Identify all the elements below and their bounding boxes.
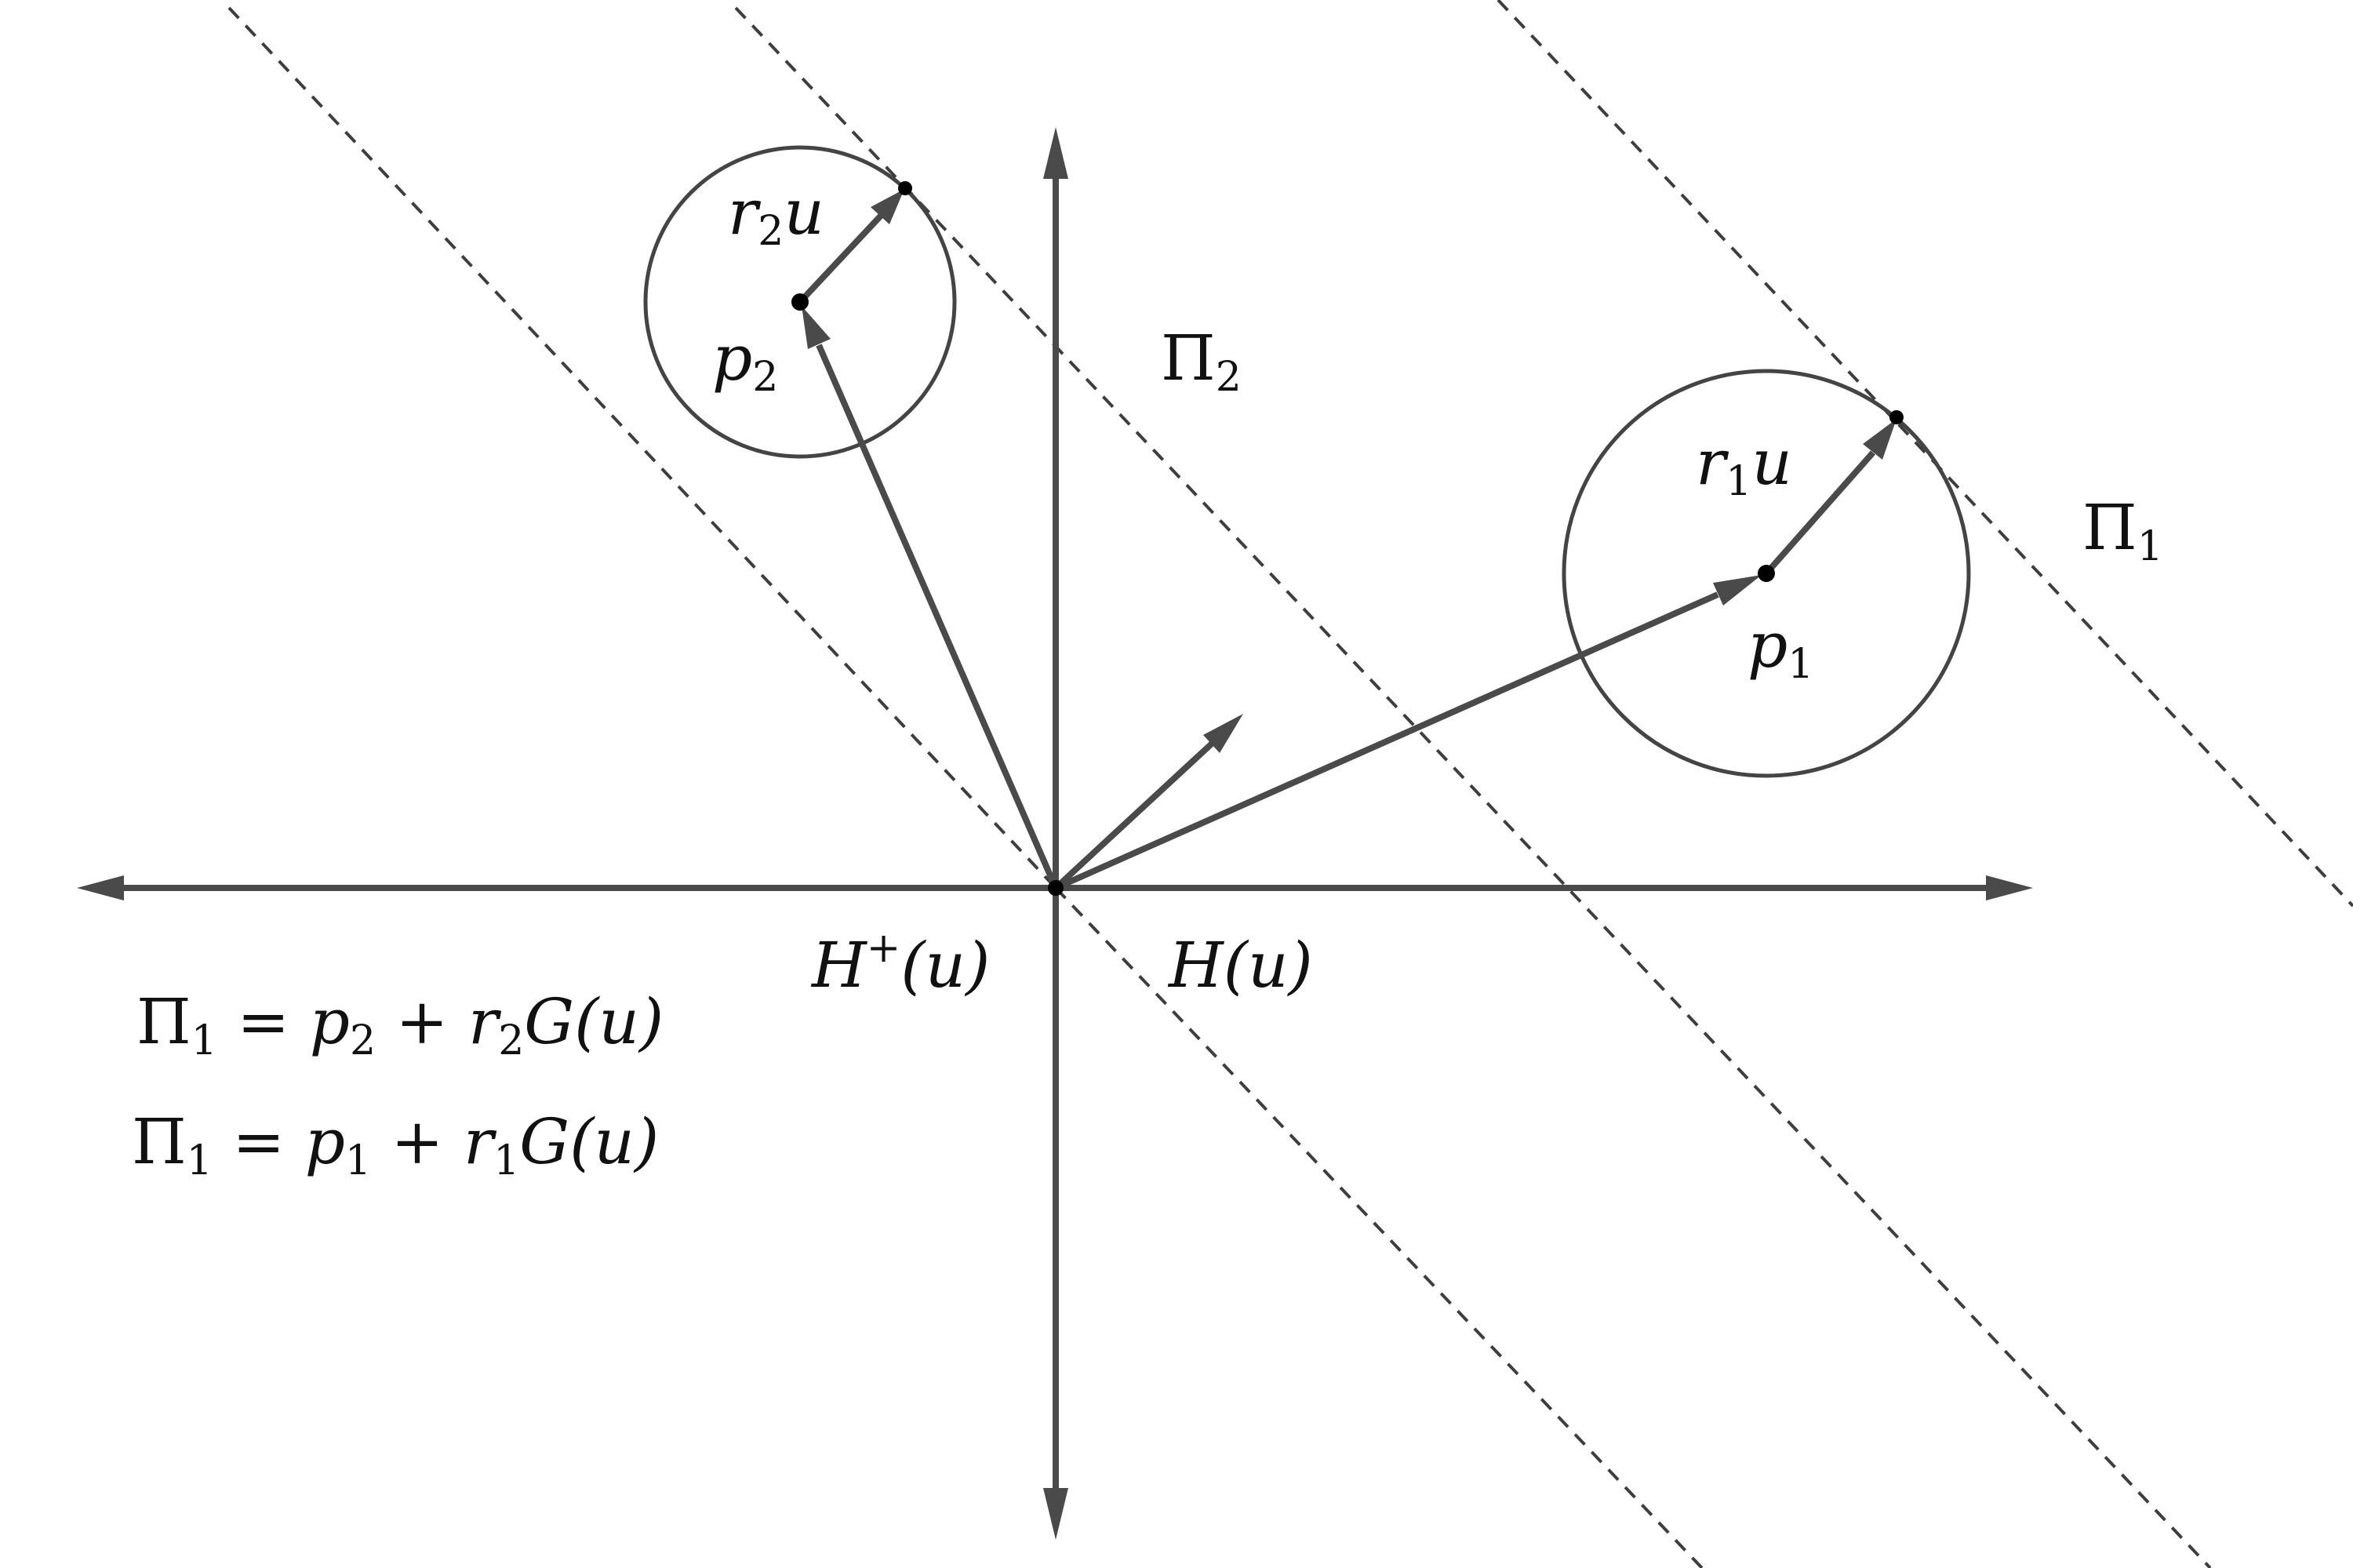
vector-p1-arrowhead-icon — [1713, 575, 1762, 606]
dashed-line-left — [227, 6, 1057, 890]
point-tangent-p1 — [1889, 410, 1904, 424]
vector-u — [1053, 741, 1214, 890]
label-h-u: H(u) — [1167, 929, 1313, 1002]
horizontal-axis-right-arrow-icon — [1986, 875, 2033, 900]
label-h-plus-u: H+(u) — [810, 925, 990, 1002]
dashed-line-through-origin — [1054, 886, 1704, 1568]
label-pi2: Π2 — [1161, 322, 1242, 401]
label-r2u: r2u — [728, 176, 824, 255]
equation-pi1-p1: Π1 = p1 + r1G(u) — [132, 1105, 659, 1184]
vector-r1u-arrowhead-icon — [1863, 419, 1897, 460]
point-origin — [1048, 880, 1064, 896]
point-tangent-p2 — [898, 181, 912, 195]
point-p1 — [1758, 565, 1775, 582]
horizontal-axis-left-arrow-icon — [77, 875, 124, 900]
vector-p2-arrowhead-icon — [802, 306, 831, 349]
vector-r1u — [1764, 450, 1875, 576]
point-p2 — [791, 293, 809, 311]
vector-u-arrowhead-icon — [1203, 714, 1243, 753]
vector-origin-to-p2 — [816, 344, 1059, 890]
label-p1: p1 — [1747, 609, 1813, 688]
vector-origin-to-p1 — [1054, 591, 1719, 891]
vertical-axis-top-arrow-icon — [1043, 127, 1068, 179]
vertical-axis-bottom-arrow-icon — [1043, 1488, 1068, 1540]
circle-p1 — [1562, 369, 1971, 778]
circle-p2 — [643, 145, 957, 459]
label-r1u: r1u — [1696, 426, 1792, 505]
dashed-line-pi1 — [1497, 0, 2353, 908]
dashed-line-pi2 — [734, 6, 2212, 1568]
label-p2: p2 — [712, 322, 778, 401]
equation-pi1-p2: Π1 = p2 + r2G(u) — [136, 985, 664, 1064]
label-pi1: Π1 — [2082, 491, 2163, 570]
vector-r2u — [798, 213, 883, 304]
vector-r2u-arrowhead-icon — [871, 189, 904, 224]
